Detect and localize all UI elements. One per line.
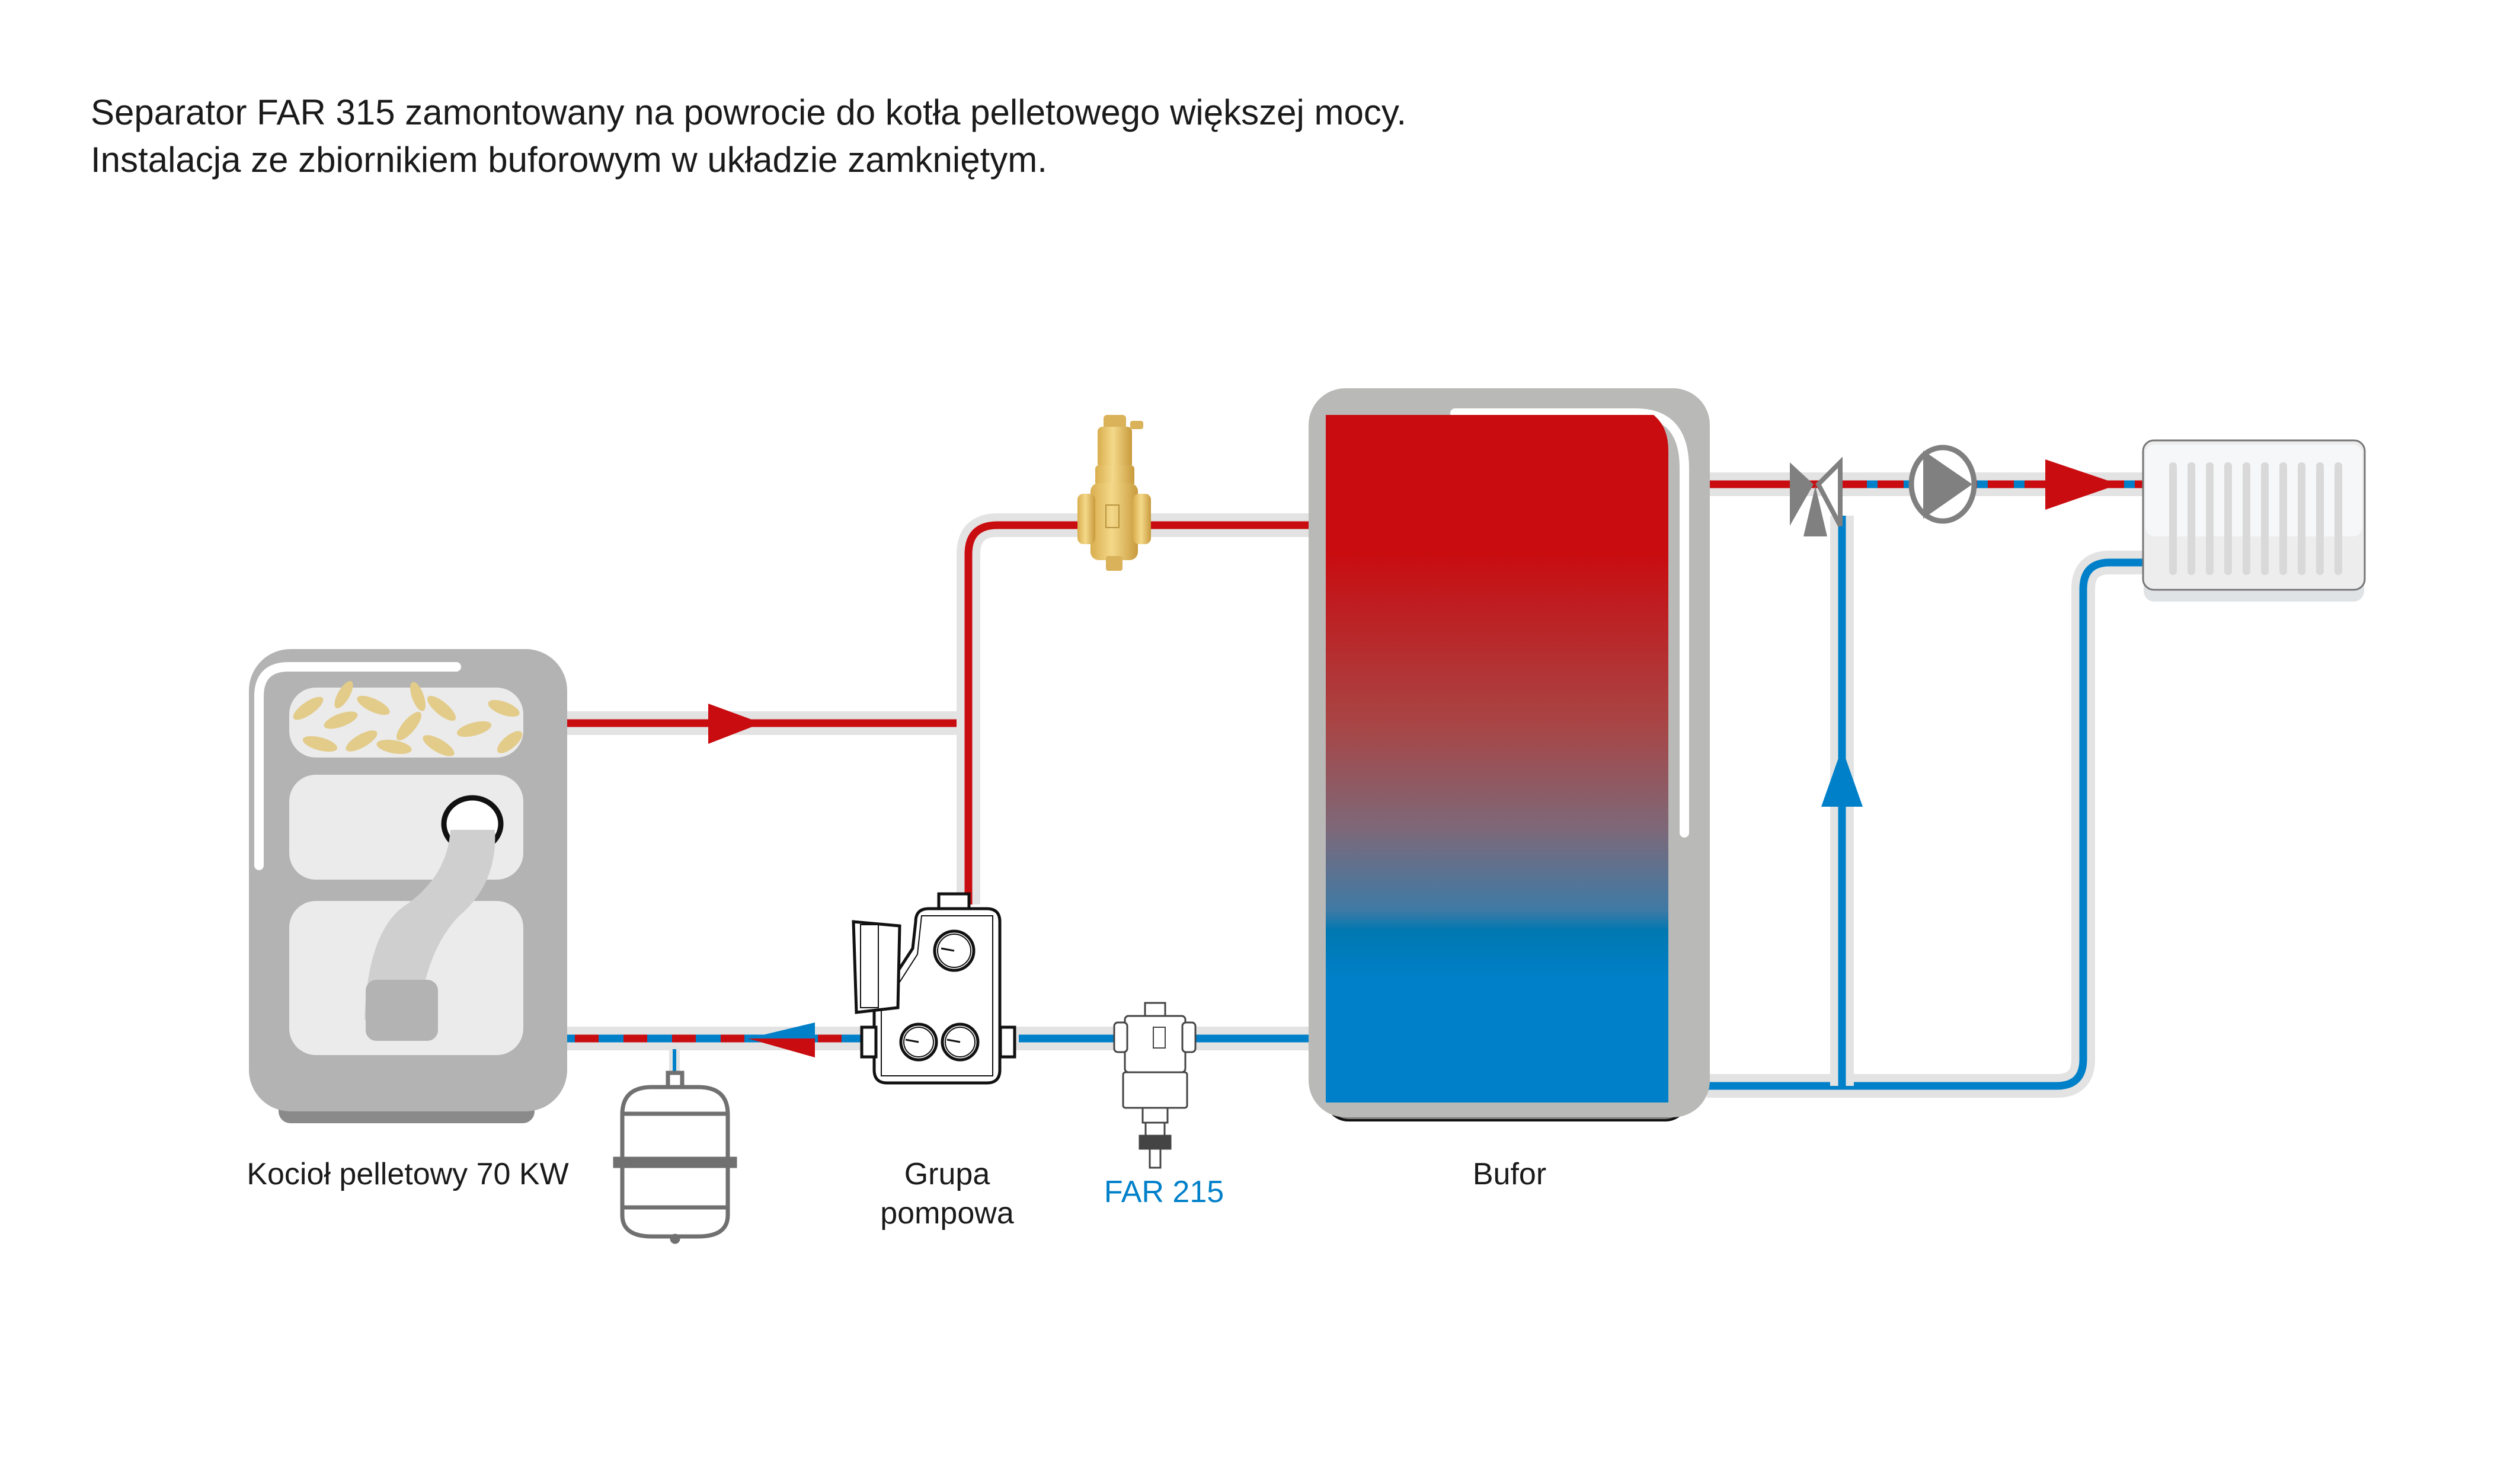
label-pump-group: Grupa pompowa bbox=[880, 1155, 1013, 1233]
diagram-title: Separator FAR 315 zamontowany na powroci… bbox=[91, 89, 1406, 184]
buffer-tank-icon bbox=[1309, 388, 1710, 1121]
title-line-1: Separator FAR 315 zamontowany na powroci… bbox=[91, 92, 1407, 132]
label-pump-group-line1: Grupa bbox=[904, 1157, 990, 1191]
flow-arrow-bypass bbox=[1821, 748, 1863, 807]
label-buffer: Bufor bbox=[1472, 1157, 1547, 1191]
label-filter: FAR 215 bbox=[1104, 1175, 1224, 1209]
radiator-icon bbox=[2142, 439, 2366, 602]
flow-arrow-return bbox=[748, 1022, 815, 1057]
pump-icon bbox=[1908, 445, 1977, 524]
separator-valve-icon bbox=[1077, 415, 1151, 571]
pipe-boiler-supply bbox=[566, 513, 1313, 905]
flow-arrow-radiator bbox=[2045, 459, 2119, 510]
pipe-heating-return bbox=[1707, 516, 2143, 1098]
title-line-2: Instalacja ze zbiornikiem buforowym w uk… bbox=[91, 140, 1047, 180]
three-way-valve-icon bbox=[1790, 456, 1843, 536]
expansion-tank-icon bbox=[613, 1070, 737, 1244]
flow-arrow-hot bbox=[708, 704, 762, 744]
label-boiler: Kocioł pelletowy 70 KW bbox=[247, 1157, 569, 1191]
label-pump-group-line2: pompowa bbox=[880, 1196, 1014, 1231]
pump-group-icon bbox=[852, 892, 1016, 1085]
magnetic-filter-icon bbox=[1113, 1002, 1197, 1169]
pellet-boiler-icon bbox=[249, 649, 567, 1123]
